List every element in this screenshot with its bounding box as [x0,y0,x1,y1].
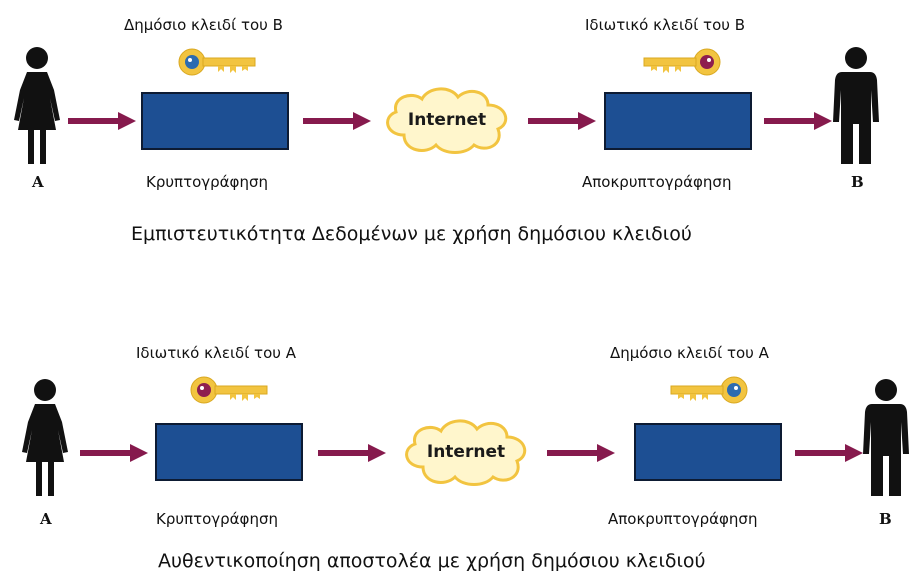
diagram-caption: Εμπιστευτικότητα Δεδομένων με χρήση δημό… [131,223,692,245]
encryption-box [155,423,303,481]
public-key-icon [178,48,256,76]
private-key-icon [190,376,268,404]
decryption-box [604,92,752,150]
person-b-label: B [851,173,864,191]
person-b-label: B [879,510,892,528]
internet-cloud-icon: Internet [405,419,527,486]
encryption-box [141,92,289,150]
arrow-right-icon [318,444,386,462]
diagram-confidentiality: A Δημόσιο κλειδί του Β Κρυπτογράφηση Int… [0,0,913,270]
arrow-right-icon [80,444,148,462]
key-label: Δημόσιο κλειδί του Α [610,344,769,362]
decryption-label: Αποκρυπτογράφηση [608,510,758,528]
internet-label: Internet [427,442,505,462]
public-key-icon [670,376,748,404]
diagram-caption: Αυθεντικοποίηση αποστολέα με χρήση δημόσ… [158,550,706,572]
person-male-icon [863,379,909,496]
arrow-right-icon [795,444,863,462]
encryption-label: Κρυπτογράφηση [156,510,278,528]
key-label: Ιδιωτικό κλειδί του Β [585,16,745,34]
decryption-box [634,423,782,481]
person-female-icon [22,379,68,496]
person-male-icon [833,47,879,164]
arrow-right-icon [547,444,615,462]
private-key-icon [643,48,721,76]
arrow-right-icon [528,112,596,130]
internet-cloud-icon: Internet [386,87,508,154]
decryption-label: Αποκρυπτογράφηση [582,173,732,191]
arrow-right-icon [303,112,371,130]
person-a-label: A [32,173,44,191]
encryption-label: Κρυπτογράφηση [146,173,268,191]
internet-label: Internet [408,110,486,130]
person-female-icon [14,47,60,164]
arrow-right-icon [764,112,832,130]
person-a-label: A [40,510,52,528]
arrow-right-icon [68,112,136,130]
key-label: Δημόσιο κλειδί του Β [124,16,283,34]
key-label: Ιδιωτικό κλειδί του Α [136,344,296,362]
